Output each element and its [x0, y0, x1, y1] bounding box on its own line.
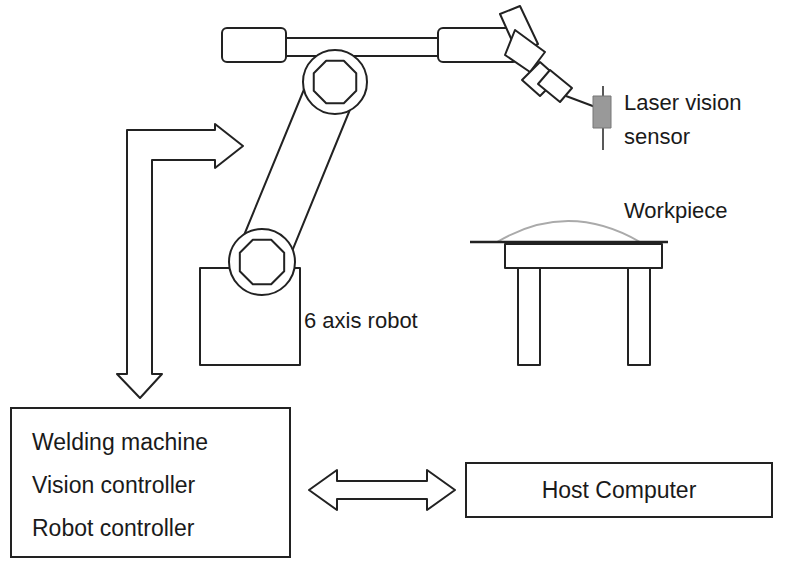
process-box: Welding machineVision controllerRobot co…: [10, 407, 291, 558]
robot-label: 6 axis robot: [304, 304, 484, 338]
table-leg: [628, 268, 650, 365]
joint-octagon: [240, 240, 284, 284]
double-arrow: [309, 470, 455, 510]
workpiece-plate: [470, 241, 668, 244]
box-text: Welding machine: [32, 421, 269, 464]
robot-upper-arm: [280, 38, 445, 56]
robot-joint: [229, 229, 295, 295]
weld-seam: [497, 221, 640, 242]
box-text: Robot controller: [32, 507, 269, 550]
sensor-label: Laser vision sensor: [624, 86, 794, 154]
robot-shoulder-block: [222, 28, 286, 62]
process-box: Host Computer: [465, 462, 773, 518]
box-text: Vision controller: [32, 464, 269, 507]
table-leg: [518, 268, 540, 365]
robot-elbow-block: [438, 28, 518, 62]
joint-octagon: [314, 61, 356, 103]
robot-joint: [303, 50, 367, 114]
workpiece-label: Workpiece: [624, 194, 794, 228]
laser-vision-sensor: [593, 96, 611, 128]
box-text: Host Computer: [477, 467, 761, 513]
table-top: [505, 244, 662, 268]
